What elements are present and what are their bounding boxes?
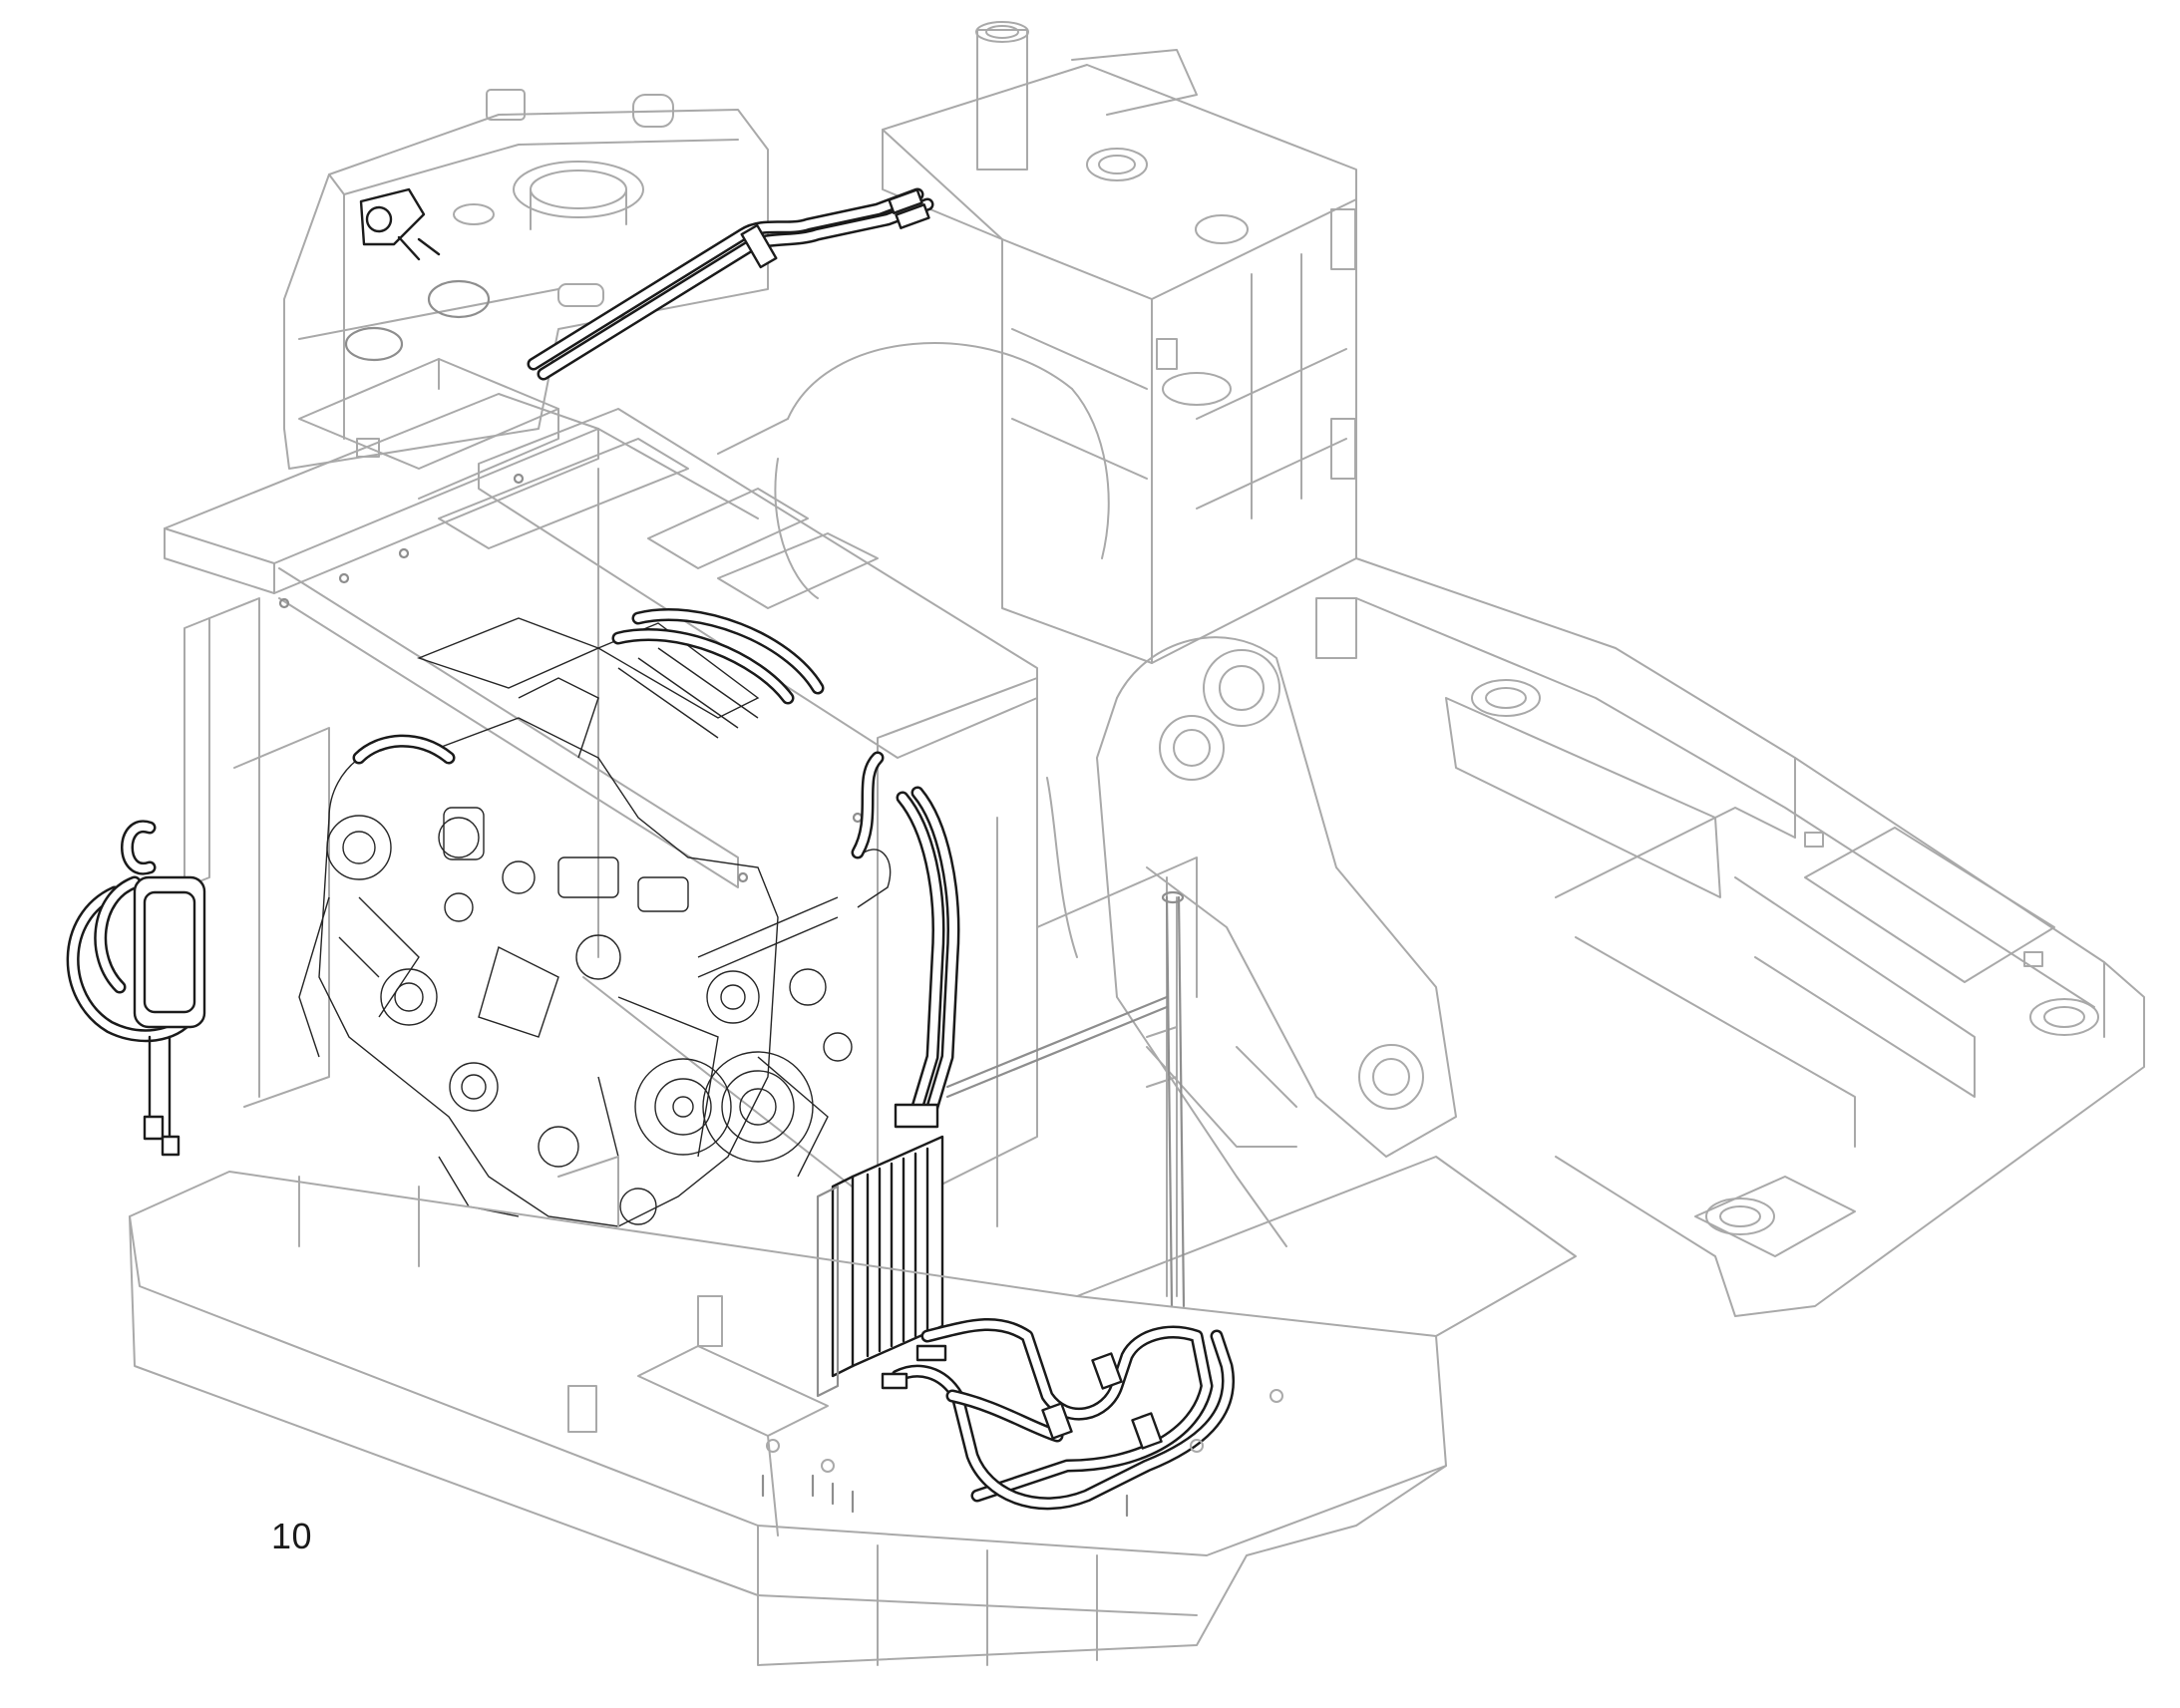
swing-drum bbox=[717, 342, 1110, 599]
figure-number-label: 10 bbox=[271, 1516, 313, 1556]
center-hose-run bbox=[894, 786, 960, 1129]
counterweight bbox=[129, 1156, 1447, 1666]
engine-mount-frame bbox=[164, 393, 1038, 1217]
tank-sensor-cluster bbox=[344, 187, 491, 362]
hydraulic-rod bbox=[945, 890, 1186, 1308]
floor-bolts bbox=[761, 1474, 1129, 1518]
tank-return-hoses bbox=[527, 187, 934, 381]
boom-foot-bracket bbox=[1046, 636, 1457, 1247]
center-frame bbox=[996, 817, 1577, 1337]
fuel-filter-assembly bbox=[66, 820, 206, 1157]
right-base-frame bbox=[1355, 557, 2145, 1317]
engine-block bbox=[298, 617, 892, 1227]
lower-hose-loops bbox=[881, 1318, 1235, 1511]
rear-bracket bbox=[298, 358, 559, 500]
engine-coolant-hoses bbox=[352, 608, 885, 859]
hydraulic-tank bbox=[283, 89, 769, 470]
oil-cooler bbox=[816, 1135, 944, 1398]
boom-support-tower bbox=[882, 21, 1357, 664]
